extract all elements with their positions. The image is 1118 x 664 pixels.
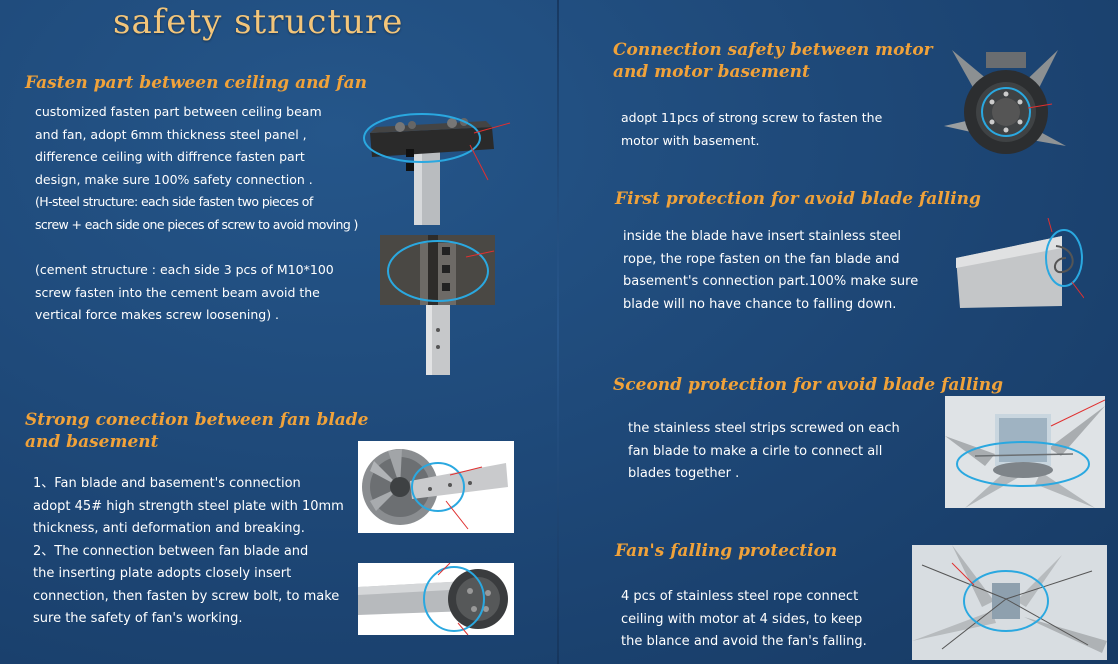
heading-fasten-part: Fasten part between ceiling and fan [25,73,367,93]
text-line: motor with basement. [621,132,760,148]
photo-motor-basement [940,50,1070,160]
photo-steel-strips [945,396,1105,508]
page-title: safety structure [113,2,404,42]
text-line: customized fasten part between ceiling b… [35,104,322,119]
second-protection-text: the stainless steel strips screwed on ea… [628,418,900,486]
photo-steel-plate-hub [358,441,514,533]
blade-basement-text: 1、Fan blade and basement's connection ad… [33,473,344,631]
heading-line: and motor basement [613,62,810,82]
photo-blade-rope [952,218,1084,318]
text-line: thickness, anti deformation and breaking… [33,521,305,536]
photo-h-steel-bracket [362,105,512,225]
text-line: difference ceiling with diffrence fasten… [35,149,305,164]
text-line: and fan, adopt 6mm thickness steel panel… [35,126,307,142]
heading-motor-basement: Connection safety between motor and moto… [613,39,933,83]
heading-line: Strong conection between fan blade [25,410,369,430]
text-line: rope, the rope fasten on the fan blade a… [623,251,900,267]
heading-falling-protection: Fan's falling protection [615,541,838,561]
heading-line: and basement [25,432,159,452]
text-line: screw + each side one pieces of screw to… [35,216,358,232]
photo-cement-bracket [380,235,495,375]
heading-first-protection: First protection for avoid blade falling [615,189,981,209]
heading-line: Connection safety between motor [613,40,933,60]
column-divider [557,0,559,664]
text-line: adopt 45# high strength steel plate with… [33,498,344,514]
text-line: 4 pcs of stainless steel rope connect [621,589,859,604]
text-line: blades together . [628,466,740,481]
text-line: 2、The connection between fan blade and [33,543,309,559]
text-line: (H-steel structure: each side fasten two… [35,194,313,209]
heading-blade-basement-connection: Strong conection between fan blade and b… [25,409,369,453]
text-line: inside the blade have insert stainless s… [623,229,901,244]
fasten-part-paragraph-2: (cement structure : each side 3 pcs of M… [35,259,334,327]
heading-second-protection: Sceond protection for avoid blade fallin… [613,375,1004,395]
photo-fan-ropes [912,545,1107,660]
text-line: the blance and avoid the fan's falling. [621,634,867,649]
text-line: vertical force makes screw loosening) . [35,307,280,322]
first-protection-text: inside the blade have insert stainless s… [623,226,918,316]
text-line: blade will no have chance to falling dow… [623,296,897,312]
text-line: ceiling with motor at 4 sides, to keep [621,611,863,627]
text-line: connection, then fasten by screw bolt, t… [33,588,340,604]
text-line: the stainless steel strips screwed on ea… [628,421,900,436]
text-line: fan blade to make a cirle to connect all [628,443,883,459]
text-line: basement's connection part.100% make sur… [623,274,919,289]
fasten-part-paragraph-1: customized fasten part between ceiling b… [35,101,358,236]
text-line: design, make sure 100% safety connection… [35,171,313,187]
text-line: the inserting plate adopts closely inser… [33,566,292,581]
text-line: screw fasten into the cement beam avoid … [35,284,320,300]
text-line: sure the safety of fan's working. [33,611,243,626]
text-line: 1、Fan blade and basement's connection [33,476,301,491]
falling-protection-text: 4 pcs of stainless steel rope connect ce… [621,586,867,654]
photo-blade-insert [358,563,514,635]
text-line: adopt 11pcs of strong screw to fasten th… [621,110,883,125]
text-line: (cement structure : each side 3 pcs of M… [35,262,334,277]
motor-basement-text: adopt 11pcs of strong screw to fasten th… [621,107,882,152]
